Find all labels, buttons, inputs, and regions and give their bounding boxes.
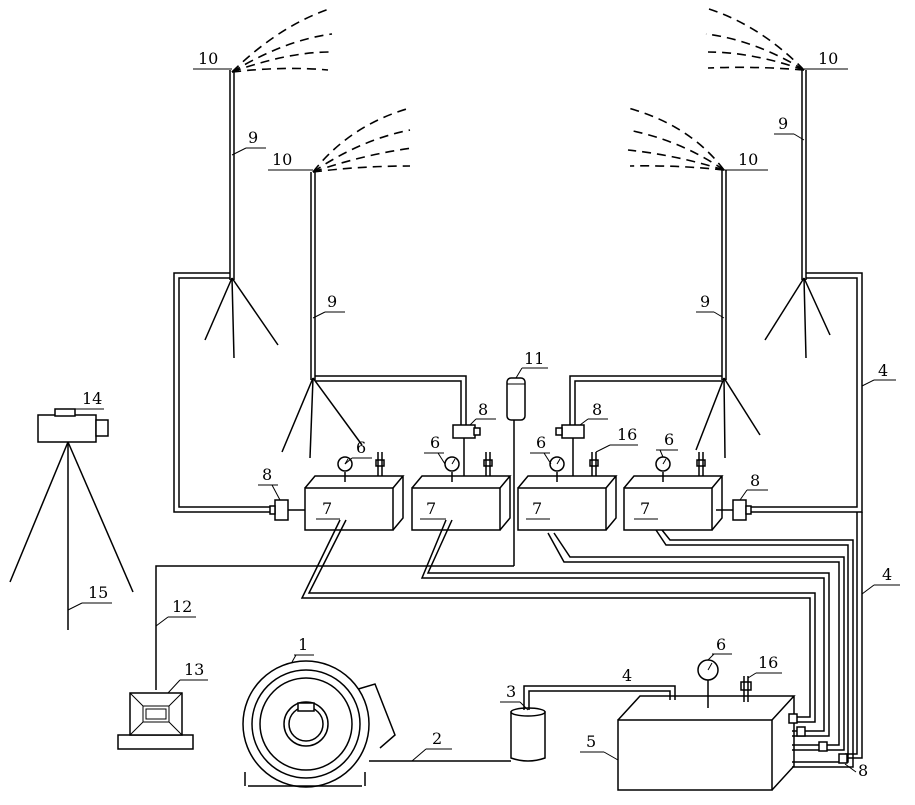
valve-left-side (270, 500, 305, 520)
label-6-tank-3: 6 (536, 433, 546, 452)
pipe-bundle (302, 512, 862, 767)
label-8-top-right: 8 (592, 400, 602, 419)
label-5: 5 (586, 732, 596, 751)
label-7-tank-4: 7 (640, 499, 650, 518)
label-14: 14 (82, 389, 102, 408)
label-16-bottom: 16 (758, 653, 778, 672)
label-6-tank-2: 6 (430, 433, 440, 452)
camera (38, 409, 108, 442)
label-6-tank-1: 6 (356, 438, 366, 457)
label-16-top: 16 (617, 425, 637, 444)
tank-2 (412, 452, 510, 530)
label-11: 11 (524, 349, 544, 368)
label-9-right-outer: 9 (778, 114, 788, 133)
label-4-right-upper: 4 (878, 361, 888, 380)
tank-3 (518, 452, 616, 530)
label-4-bottom: 4 (622, 666, 632, 685)
label-6-tank-4: 6 (664, 430, 674, 449)
label-8-right: 8 (750, 471, 760, 490)
label-1: 1 (298, 635, 308, 654)
label-3: 3 (506, 682, 516, 701)
compressor (243, 661, 511, 787)
label-10-left-outer: 10 (198, 49, 218, 68)
label-9-left-inner: 9 (327, 292, 337, 311)
tripod (10, 442, 133, 630)
data-logger (118, 693, 193, 749)
label-7-tank-1: 7 (322, 499, 332, 518)
label-12: 12 (172, 597, 192, 616)
label-10-left-inner: 10 (272, 150, 292, 169)
label-8-top-left: 8 (478, 400, 488, 419)
label-9-left-outer: 9 (248, 128, 258, 147)
label-7-tank-3: 7 (532, 499, 542, 518)
label-10-right-inner: 10 (738, 150, 758, 169)
pipe-left-inner (315, 376, 466, 425)
main-tank (618, 660, 847, 790)
label-2: 2 (432, 729, 442, 748)
pipe-left-outer (174, 273, 275, 512)
right-outer-mast (706, 8, 830, 358)
tank-4 (624, 452, 722, 530)
left-inner-mast (282, 108, 412, 458)
left-outer-mast (205, 8, 332, 358)
label-8-left: 8 (262, 465, 272, 484)
pipe-right-outer (746, 273, 862, 512)
label-9-right-inner: 9 (700, 292, 710, 311)
label-8-bottom: 8 (858, 761, 868, 780)
sensor-cylinder (507, 378, 525, 566)
label-4-right-lower: 4 (882, 565, 892, 584)
label-7-tank-2: 7 (426, 499, 436, 518)
label-13: 13 (184, 660, 204, 679)
label-6-main: 6 (716, 635, 726, 654)
tank-1 (305, 452, 403, 530)
labels: 10 10 10 10 9 9 9 9 11 8 8 8 8 (68, 49, 900, 780)
label-15: 15 (88, 583, 108, 602)
label-10-right-outer: 10 (818, 49, 838, 68)
